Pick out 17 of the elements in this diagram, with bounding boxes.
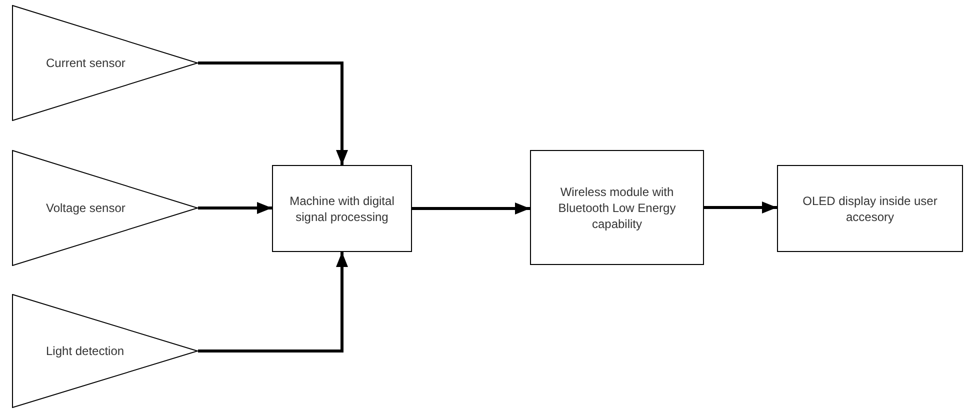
sensor-triangle (12, 150, 198, 266)
node-label: Light detection (46, 343, 124, 359)
arrow (412, 202, 530, 214)
process-box (530, 150, 704, 265)
sensor-triangle (12, 294, 198, 408)
arrow (704, 202, 777, 214)
process-box (777, 165, 963, 252)
node-label: Wireless module with Bluetooth Low Energy capability (557, 184, 677, 232)
node-label: OLED display inside user accesory (802, 192, 938, 224)
arrow (198, 252, 348, 352)
arrow (198, 202, 272, 214)
sensor-triangle (12, 5, 198, 121)
node-label: Voltage sensor (46, 200, 126, 216)
node-label: Current sensor (46, 55, 126, 71)
node-label: Machine with digital signal processing (288, 192, 396, 224)
process-box (272, 165, 412, 252)
arrow (198, 62, 348, 165)
